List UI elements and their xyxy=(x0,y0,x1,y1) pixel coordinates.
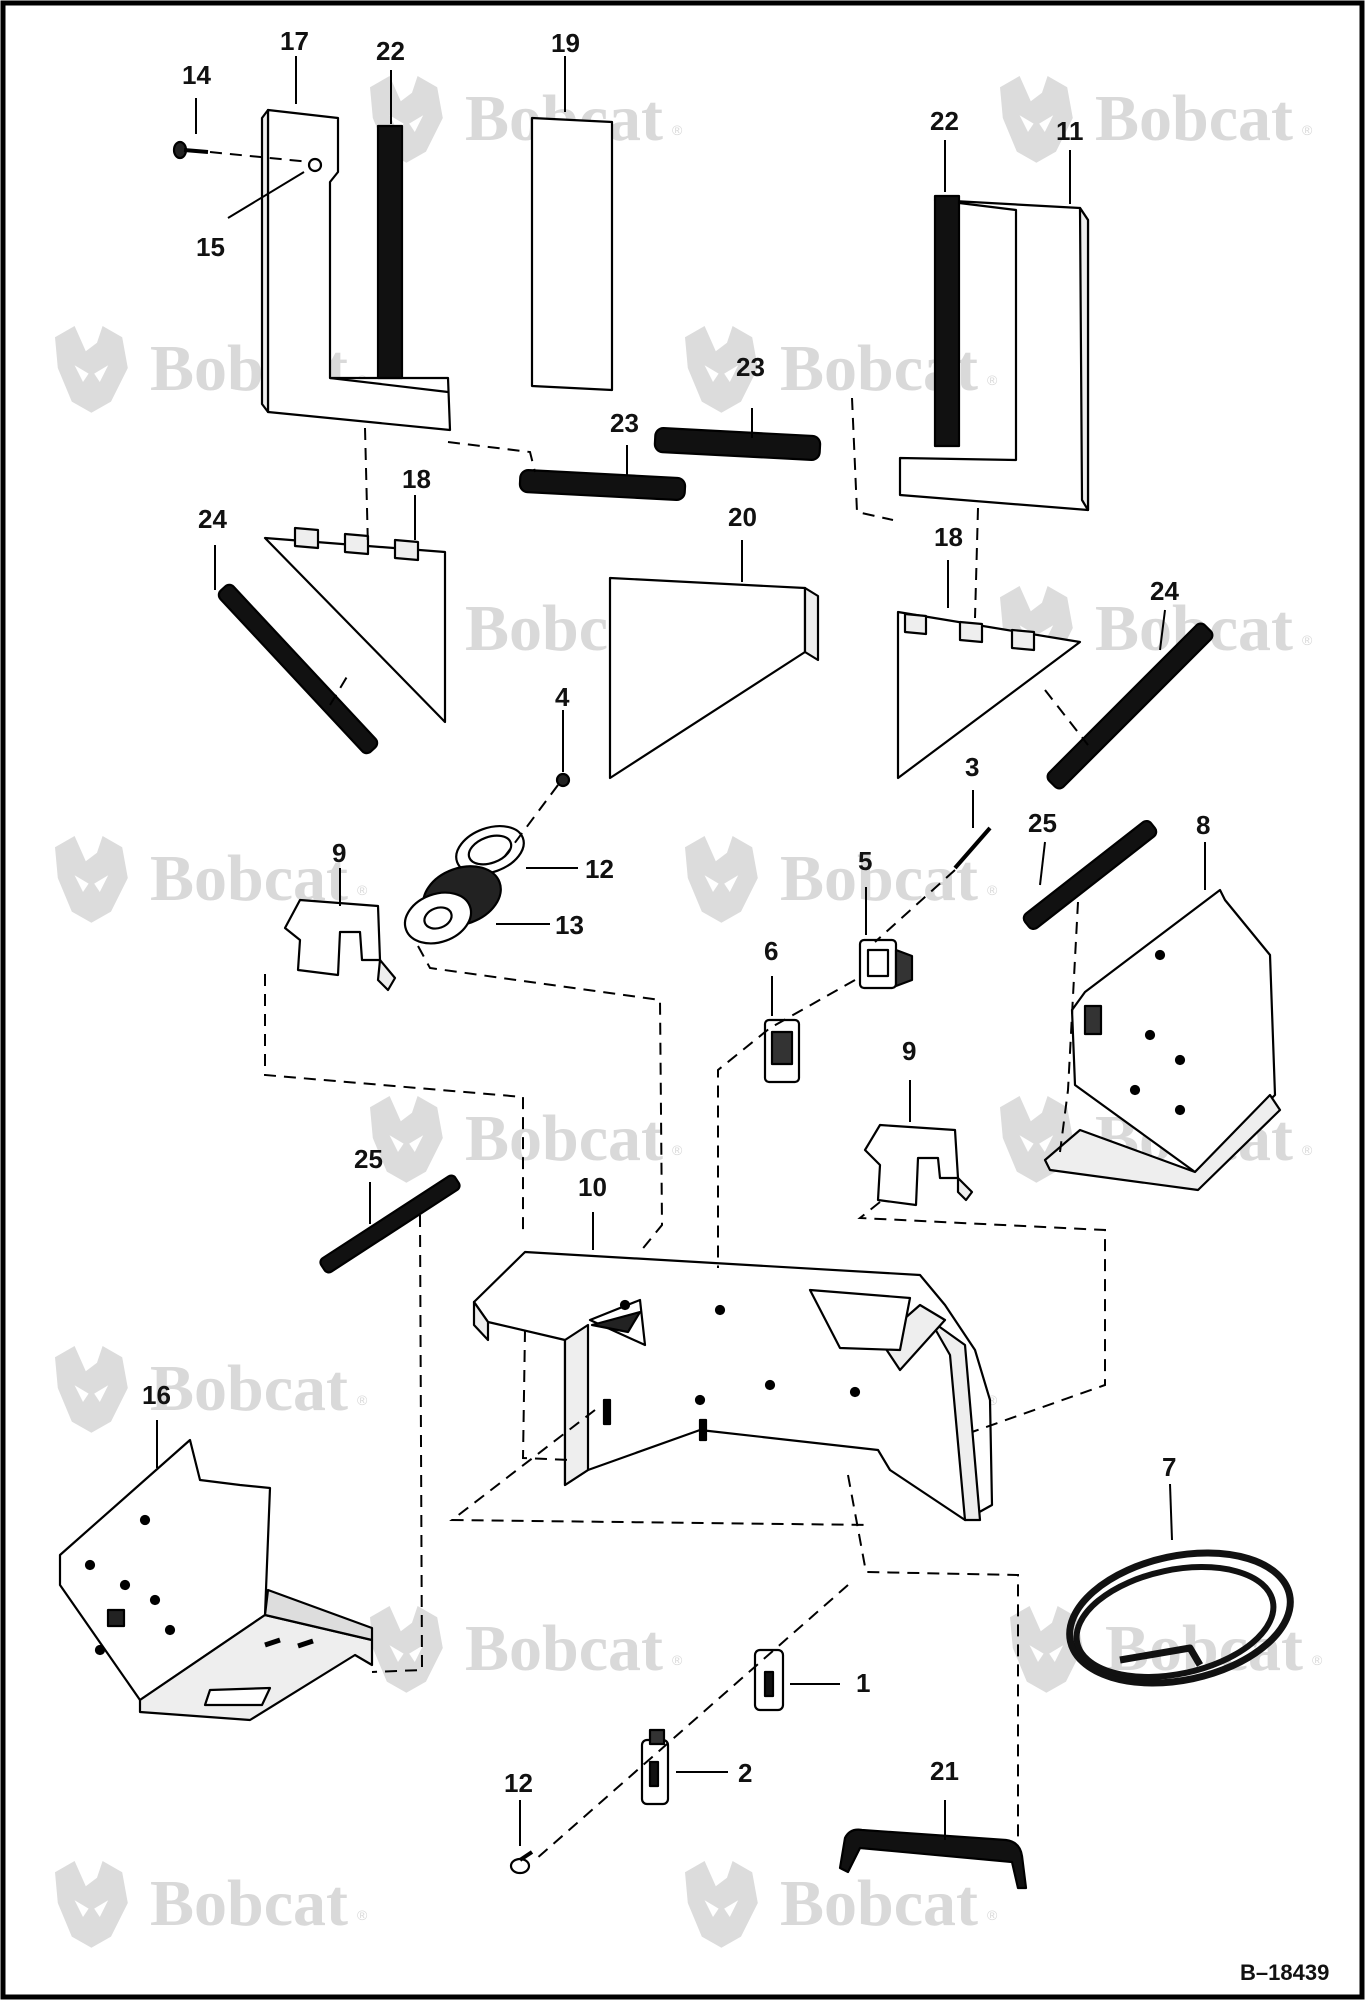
callout-labels: 14 17 22 19 15 22 11 23 23 24 18 20 18 2… xyxy=(142,26,1210,1798)
svg-text:Bobcat: Bobcat xyxy=(780,842,978,915)
callout-12: 12 xyxy=(504,1768,533,1798)
svg-text:®: ® xyxy=(357,1907,368,1923)
part-23-seal-upper xyxy=(653,427,822,462)
part-10-main-panel xyxy=(472,1250,994,1522)
callout-24: 24 xyxy=(1150,576,1179,606)
svg-text:®: ® xyxy=(1312,1652,1323,1668)
svg-text:Bobcat: Bobcat xyxy=(465,1102,663,1175)
callout-12: 12 xyxy=(585,854,614,884)
part-17-left-panel xyxy=(260,108,452,432)
callout-8: 8 xyxy=(1196,810,1210,840)
part-8-mounting-plate xyxy=(1043,888,1282,1192)
callout-23: 23 xyxy=(736,352,765,382)
callout-20: 20 xyxy=(728,502,757,532)
callout-9: 9 xyxy=(902,1036,916,1066)
figure-reference: B–18439 xyxy=(1240,1960,1329,1985)
callout-6: 6 xyxy=(764,936,778,966)
svg-text:Bobcat: Bobcat xyxy=(1095,82,1293,155)
part-7-hose xyxy=(1066,1549,1294,1687)
callout-3: 3 xyxy=(965,752,979,782)
svg-text:®: ® xyxy=(672,1652,683,1668)
callout-22: 22 xyxy=(930,106,959,136)
part-11-right-panel xyxy=(898,198,1090,512)
callout-10: 10 xyxy=(578,1172,607,1202)
callout-22: 22 xyxy=(376,36,405,66)
svg-text:Bobcat: Bobcat xyxy=(780,1867,978,1940)
watermark: Bobcat ® xyxy=(55,1346,368,1433)
leader-lines xyxy=(156,56,1206,1846)
callout-17: 17 xyxy=(280,26,309,56)
svg-text:®: ® xyxy=(357,1392,368,1408)
callout-18: 18 xyxy=(402,464,431,494)
callout-7: 7 xyxy=(1162,1452,1176,1482)
callout-14: 14 xyxy=(182,60,211,90)
watermark: Bobcat® xyxy=(370,76,683,163)
part-22-left-seal xyxy=(376,124,404,380)
part-9-left-bracket xyxy=(283,898,397,992)
callout-13: 13 xyxy=(555,910,584,940)
part-22-right-seal xyxy=(933,194,961,448)
svg-text:®: ® xyxy=(672,1142,683,1158)
part-24-left-strip xyxy=(217,583,379,755)
part-13-cylinder xyxy=(403,865,502,945)
svg-text:®: ® xyxy=(987,1392,998,1408)
svg-text:®: ® xyxy=(987,882,998,898)
callout-21: 21 xyxy=(930,1756,959,1786)
svg-text:®: ® xyxy=(987,372,998,388)
part-19-panel xyxy=(530,116,614,392)
svg-text:Bobcat: Bobcat xyxy=(465,1612,663,1685)
watermark: Bobcat ® xyxy=(1000,76,1313,163)
part-9-right-bracket xyxy=(863,1123,974,1207)
svg-text:®: ® xyxy=(1302,632,1313,648)
callout-15: 15 xyxy=(196,232,225,262)
callout-25: 25 xyxy=(1028,808,1057,838)
watermark: Bobcat ® xyxy=(370,1606,683,1693)
part-5-switch xyxy=(858,938,914,990)
part-23-seal-lower xyxy=(518,469,687,502)
callout-5: 5 xyxy=(858,846,872,876)
callout-1: 1 xyxy=(856,1668,870,1698)
callout-11: 11 xyxy=(1056,116,1084,146)
svg-text:Bobcat: Bobcat xyxy=(150,1352,348,1425)
callout-18: 18 xyxy=(934,522,963,552)
part-12-screw xyxy=(509,1850,534,1875)
part-25-strip-lower xyxy=(319,1174,461,1274)
svg-text:®: ® xyxy=(1302,1142,1313,1158)
part-18-right-bracket xyxy=(896,610,1082,780)
part-25-strip-upper xyxy=(1022,819,1158,931)
callout-23: 23 xyxy=(610,408,639,438)
callout-19: 19 xyxy=(551,28,580,58)
watermark: Bobcat ® xyxy=(370,1096,683,1183)
part-1-clip xyxy=(753,1648,785,1712)
callout-2: 2 xyxy=(738,1758,752,1788)
part-16-mounting-plate xyxy=(58,1438,374,1722)
part-14-bolt xyxy=(172,140,209,160)
svg-text:®: ® xyxy=(1302,122,1313,138)
part-2-clip xyxy=(640,1728,670,1806)
callout-24: 24 xyxy=(198,504,227,534)
part-20-panel xyxy=(608,576,820,780)
assembly-lines xyxy=(209,151,1106,1861)
callout-16: 16 xyxy=(142,1380,171,1410)
part-18-left-bracket xyxy=(263,526,447,724)
part-24-right-strip xyxy=(1046,622,1214,790)
svg-text:®: ® xyxy=(357,882,368,898)
callout-9: 9 xyxy=(332,838,346,868)
part-6-switch xyxy=(763,1018,801,1084)
callout-25: 25 xyxy=(354,1144,383,1174)
part-21-handle xyxy=(838,1828,1028,1890)
part-3-pin xyxy=(953,826,992,870)
svg-text:®: ® xyxy=(672,122,683,138)
watermark: Bobcat ® xyxy=(55,1861,368,1948)
part-12-ring xyxy=(455,825,525,875)
watermark: Bobcat ® xyxy=(685,1861,998,1948)
svg-text:Bobcat: Bobcat xyxy=(150,1867,348,1940)
svg-text:®: ® xyxy=(987,1907,998,1923)
part-4-nut xyxy=(555,772,571,788)
watermark: Bobcat ® xyxy=(685,836,998,923)
callout-4: 4 xyxy=(555,682,570,712)
